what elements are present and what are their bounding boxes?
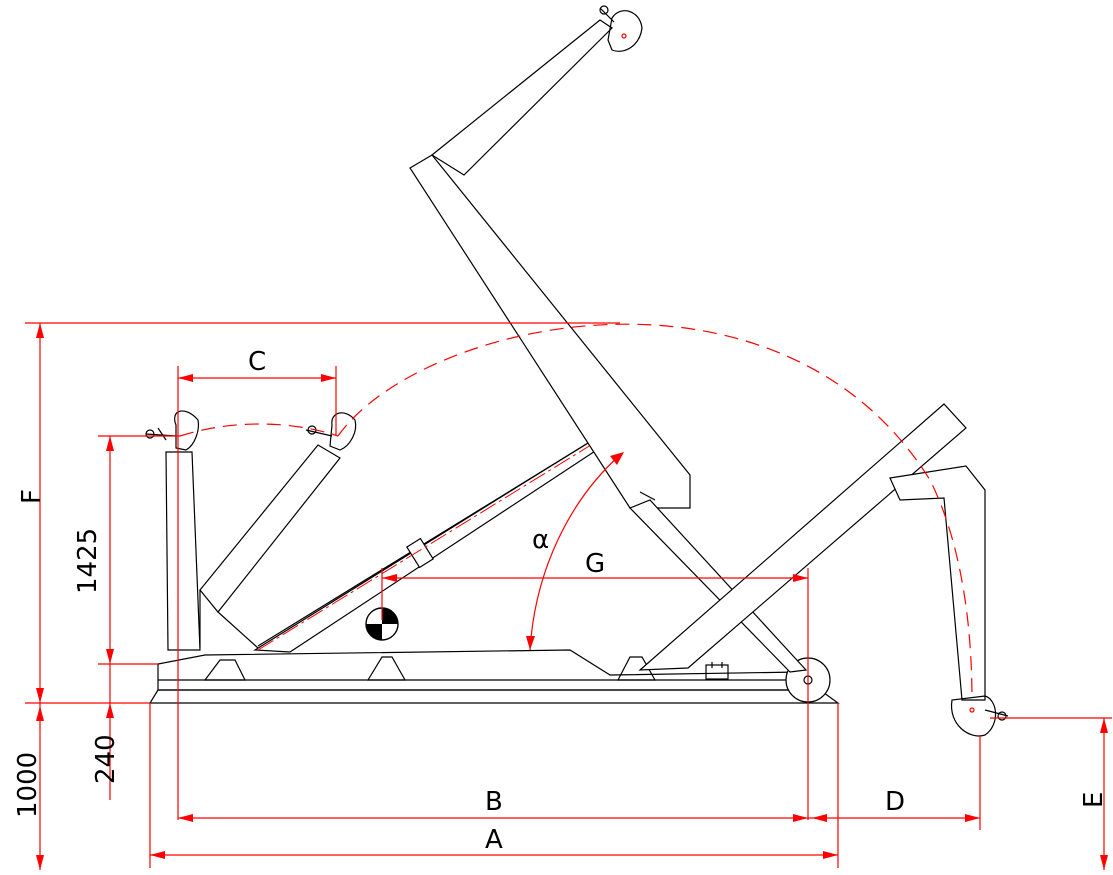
arm-rear [638, 403, 1009, 737]
label-1000: 1000 [13, 752, 43, 818]
label-240: 240 [91, 734, 121, 784]
label-alpha: α [532, 525, 549, 555]
motion-arcs [179, 323, 973, 701]
label-G: G [585, 549, 605, 579]
label-D: D [885, 787, 905, 817]
center-of-gravity-icon [365, 607, 399, 641]
label-B: B [485, 787, 503, 817]
labels: C G α B A D F 1425 240 1000 E [13, 347, 1109, 855]
label-C: C [248, 347, 266, 377]
label-F: F [17, 489, 47, 504]
arm-stowed [145, 410, 201, 651]
dimension-lines [25, 322, 1112, 870]
arm-raised [409, 5, 808, 673]
chassis-frame [148, 649, 840, 704]
label-1425: 1425 [73, 528, 103, 594]
hydraulic-cylinder [253, 427, 619, 653]
label-A: A [485, 825, 503, 855]
label-E: E [1079, 792, 1109, 808]
arm-intermediate [199, 412, 357, 649]
